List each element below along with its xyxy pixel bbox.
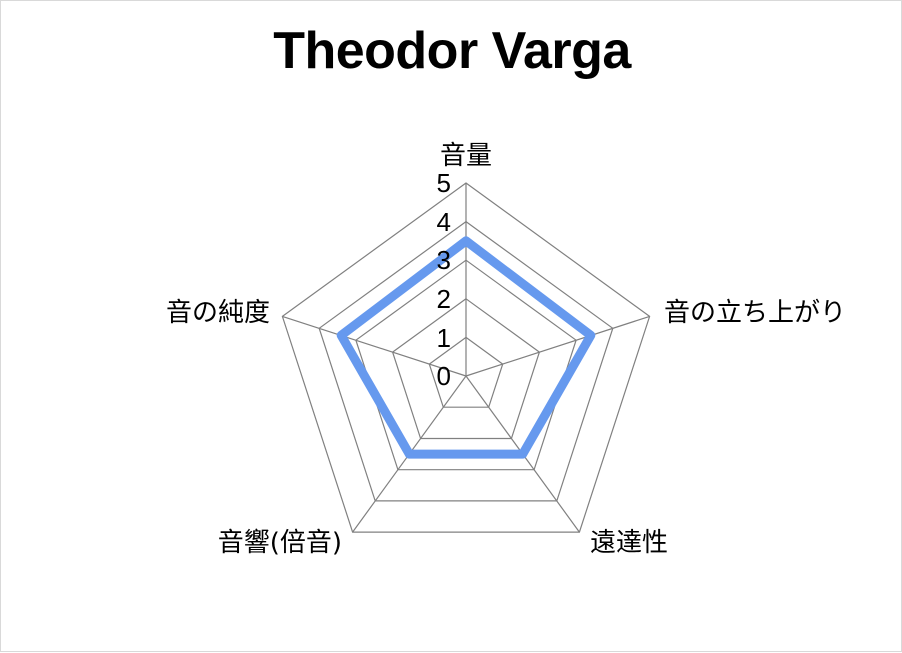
grid-ring-5-outer [281,182,651,533]
tick-label-5: 5 [437,168,451,198]
series-polygon-theodor-varga [336,236,596,459]
axis-label-purity: 音の純度 [166,298,270,328]
spoke-axis-left [282,315,467,377]
axis-label-attack: 音の立ち上がり [664,298,846,328]
grid-ring-1 [428,336,504,408]
axis-category-labels: 音量 音の立ち上がり 遠達性 音響(倍音) 音の純度 [166,141,846,558]
spoke-axis-right [465,315,650,377]
axis-label-volume: 音量 [440,141,492,171]
tick-label-0: 0 [437,361,451,391]
axis-label-carrying-power: 遠達性 [590,528,668,558]
axis-label-resonance: 音響(倍音) [218,528,342,558]
grid-ring-2 [391,298,541,440]
tick-label-1: 1 [437,323,451,353]
radial-tick-labels: 0 1 2 3 4 5 [437,168,451,391]
chart-title: Theodor Varga [273,22,631,80]
tick-label-3: 3 [437,245,451,275]
grid-rings [281,182,651,533]
tick-label-4: 4 [437,207,451,237]
grid-ring-4 [318,220,614,502]
grid-ring-3 [355,259,577,471]
tick-label-2: 2 [437,284,451,314]
grid-spokes [282,183,650,533]
